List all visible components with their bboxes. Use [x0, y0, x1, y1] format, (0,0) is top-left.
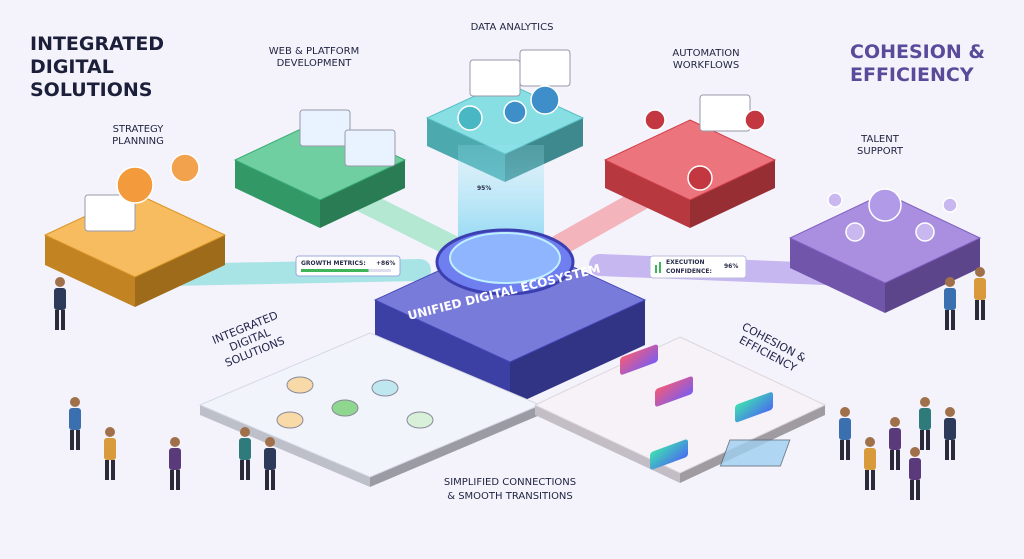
person-figure — [239, 427, 251, 480]
person-figure — [104, 427, 116, 480]
person-figure — [919, 397, 931, 450]
board-cohesion-efficiency — [533, 336, 827, 483]
growth-metrics-badge: GROWTH METRICS: +86% — [295, 255, 401, 277]
workflow-tile — [620, 344, 658, 375]
brain-icon — [170, 153, 200, 183]
gear-icon — [687, 165, 713, 191]
person-icon — [915, 222, 935, 242]
board-integrated-solutions — [198, 332, 542, 487]
execution-confidence-badge: EXECUTION CONFIDENCE: 96% — [649, 255, 747, 279]
headline-left: INTEGRATED DIGITAL SOLUTIONS — [30, 33, 171, 101]
person-figure — [169, 437, 181, 490]
chart-card — [469, 59, 521, 97]
gear-icon — [744, 109, 766, 131]
workflow-node — [331, 399, 359, 417]
person-figure — [839, 407, 851, 460]
gear-icon — [644, 109, 666, 131]
person-icon — [827, 192, 843, 208]
workflow-tile — [650, 439, 688, 470]
headline-right: COHESION & EFFICIENCY — [850, 41, 992, 86]
person-figure — [69, 397, 81, 450]
data-badge: 95% — [477, 185, 491, 192]
person-figure — [54, 277, 66, 330]
person-figure — [944, 277, 956, 330]
talent-node-icon — [868, 188, 902, 222]
workflow-node — [406, 411, 434, 429]
code-screen — [344, 129, 396, 167]
person-figure — [264, 437, 276, 490]
strategy-chart-card — [84, 194, 136, 232]
person-icon — [845, 222, 865, 242]
growth-metrics-progress — [301, 269, 369, 272]
brain-icon — [116, 166, 154, 204]
database-icon — [530, 85, 560, 115]
board-left-label: INTEGRATEDDIGITALSOLUTIONS — [210, 309, 289, 371]
pie-icon — [457, 105, 483, 131]
person-figure — [864, 437, 876, 490]
database-icon — [503, 100, 527, 124]
person-icon — [942, 197, 958, 213]
people-group — [54, 267, 986, 500]
label-data: DATA ANALYTICS — [471, 22, 554, 33]
workflow-node — [371, 379, 399, 397]
workflow-tile — [655, 376, 693, 407]
svg-text:96%: 96% — [724, 263, 738, 270]
pie-card — [519, 49, 571, 87]
workflow-boards — [198, 332, 827, 487]
web-screen — [299, 109, 351, 147]
connector-web — [349, 189, 461, 256]
hub-portal — [449, 232, 561, 284]
platform-automation — [603, 119, 777, 228]
touch-table — [719, 439, 791, 467]
workflow-node — [286, 376, 314, 394]
platform-talent — [788, 192, 982, 313]
automation-flag — [699, 94, 751, 132]
workflow-tile — [735, 392, 773, 423]
person-figure — [944, 407, 956, 460]
svg-text:GROWTH METRICS:: GROWTH METRICS: — [301, 260, 366, 267]
workflow-node — [276, 411, 304, 429]
footer-caption: SIMPLIFIED CONNECTIONS& SMOOTH TRANSITIO… — [444, 477, 576, 502]
svg-text:+86%: +86% — [376, 260, 395, 267]
person-figure — [909, 447, 921, 500]
person-figure — [889, 417, 901, 470]
svg-text:EXECUTION: EXECUTION — [666, 259, 705, 266]
connector-automation — [549, 189, 651, 256]
svg-text:CONFIDENCE:: CONFIDENCE: — [666, 268, 712, 275]
person-figure — [974, 267, 986, 320]
